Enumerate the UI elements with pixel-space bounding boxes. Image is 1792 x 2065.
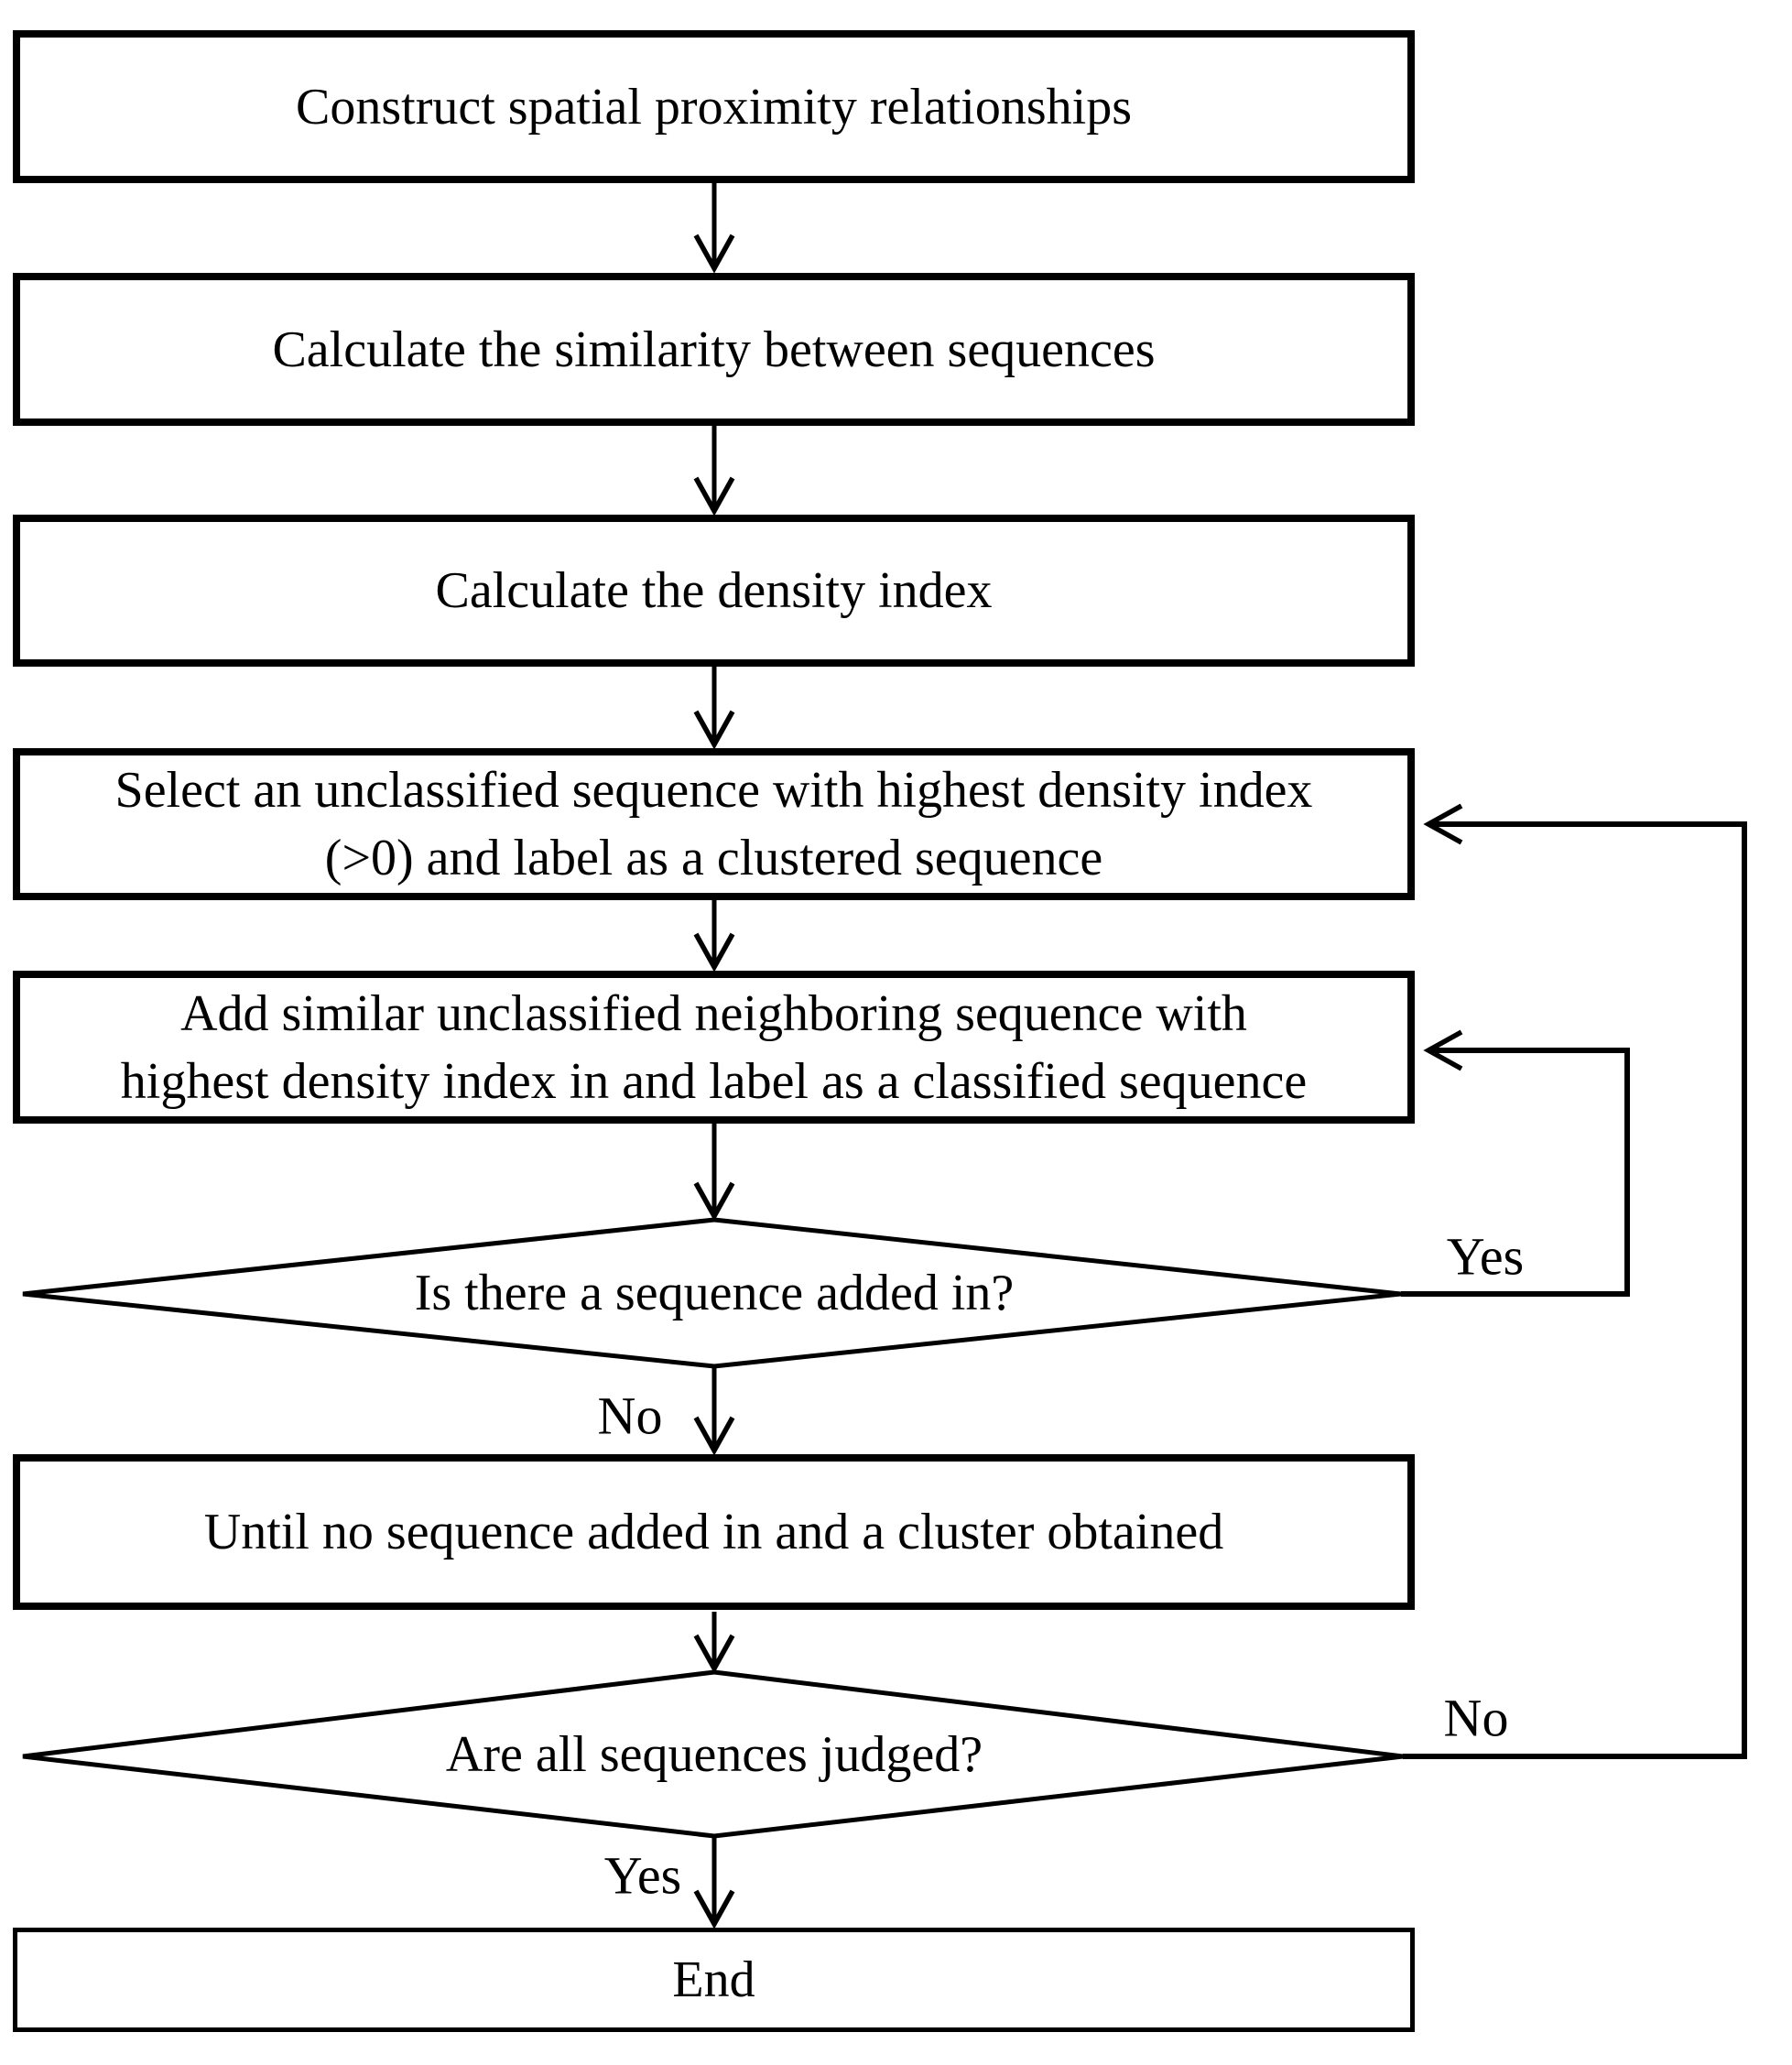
edge-label-yes-decision2: Yes [603,1845,682,1906]
node-select-unclassified-sequence: Select an unclassified sequence with hig… [13,748,1415,900]
node-select-label-line2: (>0) and label as a clustered sequence [324,830,1103,886]
node-calculate-similarity: Calculate the similarity between sequenc… [13,273,1415,426]
edge-label-no-decision2: No [1443,1688,1509,1748]
node-add-neighboring-sequence: Add similar unclassified neighboring seq… [13,971,1415,1124]
node-density-label: Calculate the density index [435,562,993,619]
decision-sequence-added-label: Is there a sequence added in? [414,1265,1015,1321]
node-until-label: Until no sequence added in and a cluster… [203,1504,1224,1560]
node-until-cluster-obtained: Until no sequence added in and a cluster… [13,1454,1415,1610]
node-select-label-line1: Select an unclassified sequence with hig… [114,762,1313,819]
node-calculate-density-index: Calculate the density index [13,515,1415,667]
node-end: End [13,1928,1415,2032]
loop-yes-decision1-to-add [1401,1029,1630,1297]
decision-all-judged-label: Are all sequences judged? [445,1726,983,1783]
node-similarity-label: Calculate the similarity between sequenc… [272,321,1156,378]
node-end-label: End [672,1951,755,2008]
node-add-label-line2: highest density index in and label as a … [120,1052,1308,1110]
edge-label-no-decision1: No [597,1386,663,1446]
edge-label-yes-decision1: Yes [1446,1226,1525,1287]
loop-no-decision2-to-select [1403,803,1747,1759]
node-construct-spatial-proximity: Construct spatial proximity relationship… [13,30,1415,183]
node-add-label-line1: Add similar unclassified neighboring seq… [180,984,1247,1042]
node-construct-label: Construct spatial proximity relationship… [295,78,1132,136]
